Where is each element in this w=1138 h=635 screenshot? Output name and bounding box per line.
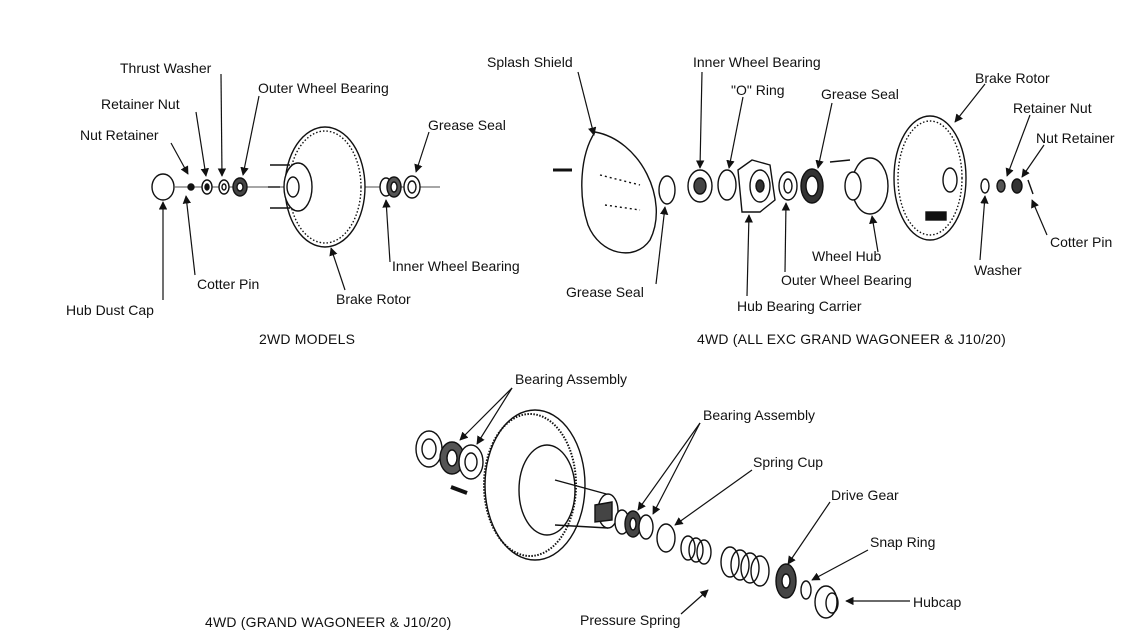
- label-4wd-retainer-nut: Retainer Nut: [1013, 100, 1092, 116]
- label-inner-wheel-bearing: Inner Wheel Bearing: [392, 258, 520, 274]
- label-cotter-pin: Cotter Pin: [197, 276, 260, 292]
- label-snap-ring: Snap Ring: [870, 534, 936, 550]
- label-4wd-grease-seal-top: Grease Seal: [821, 86, 899, 102]
- label-o-ring: "O" Ring: [731, 82, 785, 98]
- label-retainer-nut: Retainer Nut: [101, 96, 180, 112]
- label-thrust-washer: Thrust Washer: [120, 60, 212, 76]
- label-grease-seal: Grease Seal: [428, 117, 506, 133]
- label-drive-gear: Drive Gear: [831, 487, 899, 503]
- label-washer: Washer: [974, 262, 1022, 278]
- two-wd-assembly: [151, 126, 440, 248]
- label-hub-dust-cap: Hub Dust Cap: [66, 302, 154, 318]
- caption-4wd-all-exc: 4WD (ALL EXC GRAND WAGONEER & J10/20): [697, 331, 1006, 347]
- caption-4wd-grand-wagoneer: 4WD (GRAND WAGONEER & J10/20): [205, 614, 452, 630]
- label-outer-wheel-bearing: Outer Wheel Bearing: [258, 80, 389, 96]
- pressure-spring-part: [680, 535, 770, 587]
- label-splash-shield: Splash Shield: [487, 54, 573, 70]
- wheel-hub-part: [829, 157, 889, 215]
- label-4wd-cotter-pin: Cotter Pin: [1050, 234, 1113, 250]
- grand-wagoneer-rotor-part: [483, 409, 619, 561]
- label-brake-rotor: Brake Rotor: [336, 291, 411, 307]
- splash-shield-part: [581, 131, 657, 254]
- caption-2wd-models: 2WD MODELS: [259, 331, 356, 347]
- two-wd-leaders: [158, 73, 430, 300]
- four-wd-assembly: [553, 115, 1034, 254]
- label-pressure-spring: Pressure Spring: [580, 612, 681, 628]
- grand-wagoneer-assembly: [415, 409, 839, 619]
- label-hub-bearing-carrier: Hub Bearing Carrier: [737, 298, 862, 314]
- label-nut-retainer: Nut Retainer: [80, 127, 159, 143]
- label-4wd-inner-wheel-bearing: Inner Wheel Bearing: [693, 54, 821, 70]
- label-4wd-grease-seal-bottom: Grease Seal: [566, 284, 644, 300]
- brake-rotor-part: [268, 126, 366, 248]
- label-4wd-brake-rotor: Brake Rotor: [975, 70, 1050, 86]
- four-wd-leaders: [577, 71, 1048, 297]
- hub-dust-cap-part: [151, 173, 175, 201]
- grand-wagoneer-leaders: [459, 387, 910, 615]
- label-4wd-outer-wheel-bearing: Outer Wheel Bearing: [781, 272, 912, 288]
- label-bearing-assembly-1: Bearing Assembly: [515, 371, 628, 387]
- label-bearing-assembly-2: Bearing Assembly: [703, 407, 816, 423]
- label-4wd-nut-retainer: Nut Retainer: [1036, 130, 1115, 146]
- four-wd-brake-rotor-part: [893, 115, 967, 241]
- label-hubcap: Hubcap: [913, 594, 962, 610]
- label-spring-cup: Spring Cup: [753, 454, 824, 470]
- label-wheel-hub: Wheel Hub: [812, 248, 882, 264]
